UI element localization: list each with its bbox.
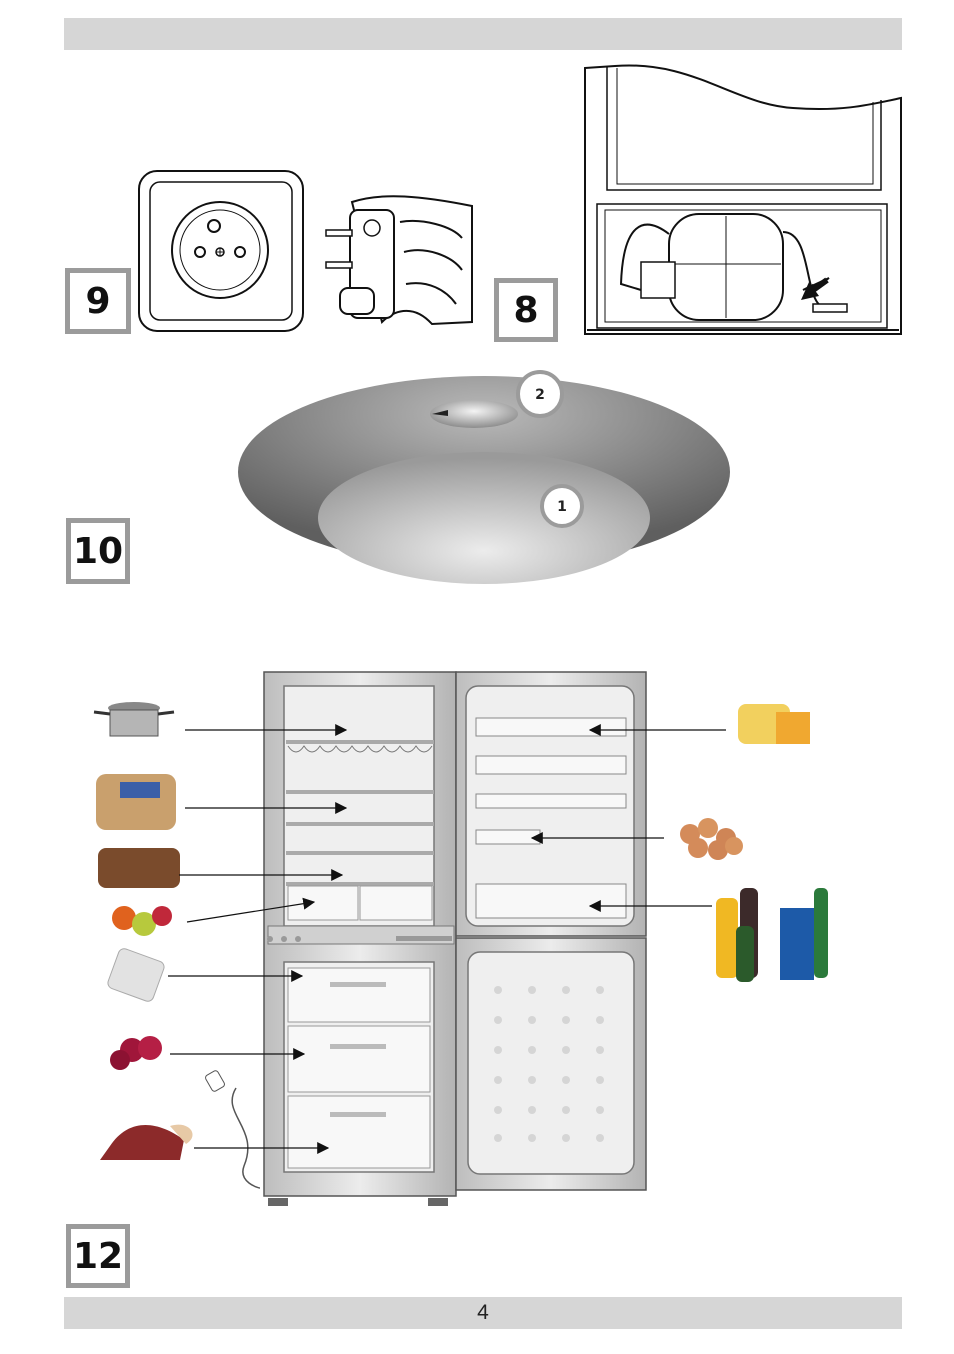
figure-label-10: 10 [66,518,130,584]
compressor-illustration [583,64,903,340]
callout-1-text: 1 [557,499,567,515]
header-bar [64,18,902,50]
callout-2-text: 2 [535,387,545,403]
wall-socket-illustration [136,168,306,334]
fridge-storage-illustration [90,668,830,1210]
page-number: 4 [64,1297,902,1329]
plug-in-hand-illustration [322,192,474,326]
lamp-cover-illustration [236,374,732,586]
figure-label-8: 8 [494,278,558,342]
callout-2: 2 [516,370,566,420]
figure-label-9: 9 [65,268,131,334]
callout-1: 1 [540,484,590,534]
figure-label-12: 12 [66,1224,130,1288]
pot-icon [94,702,174,736]
